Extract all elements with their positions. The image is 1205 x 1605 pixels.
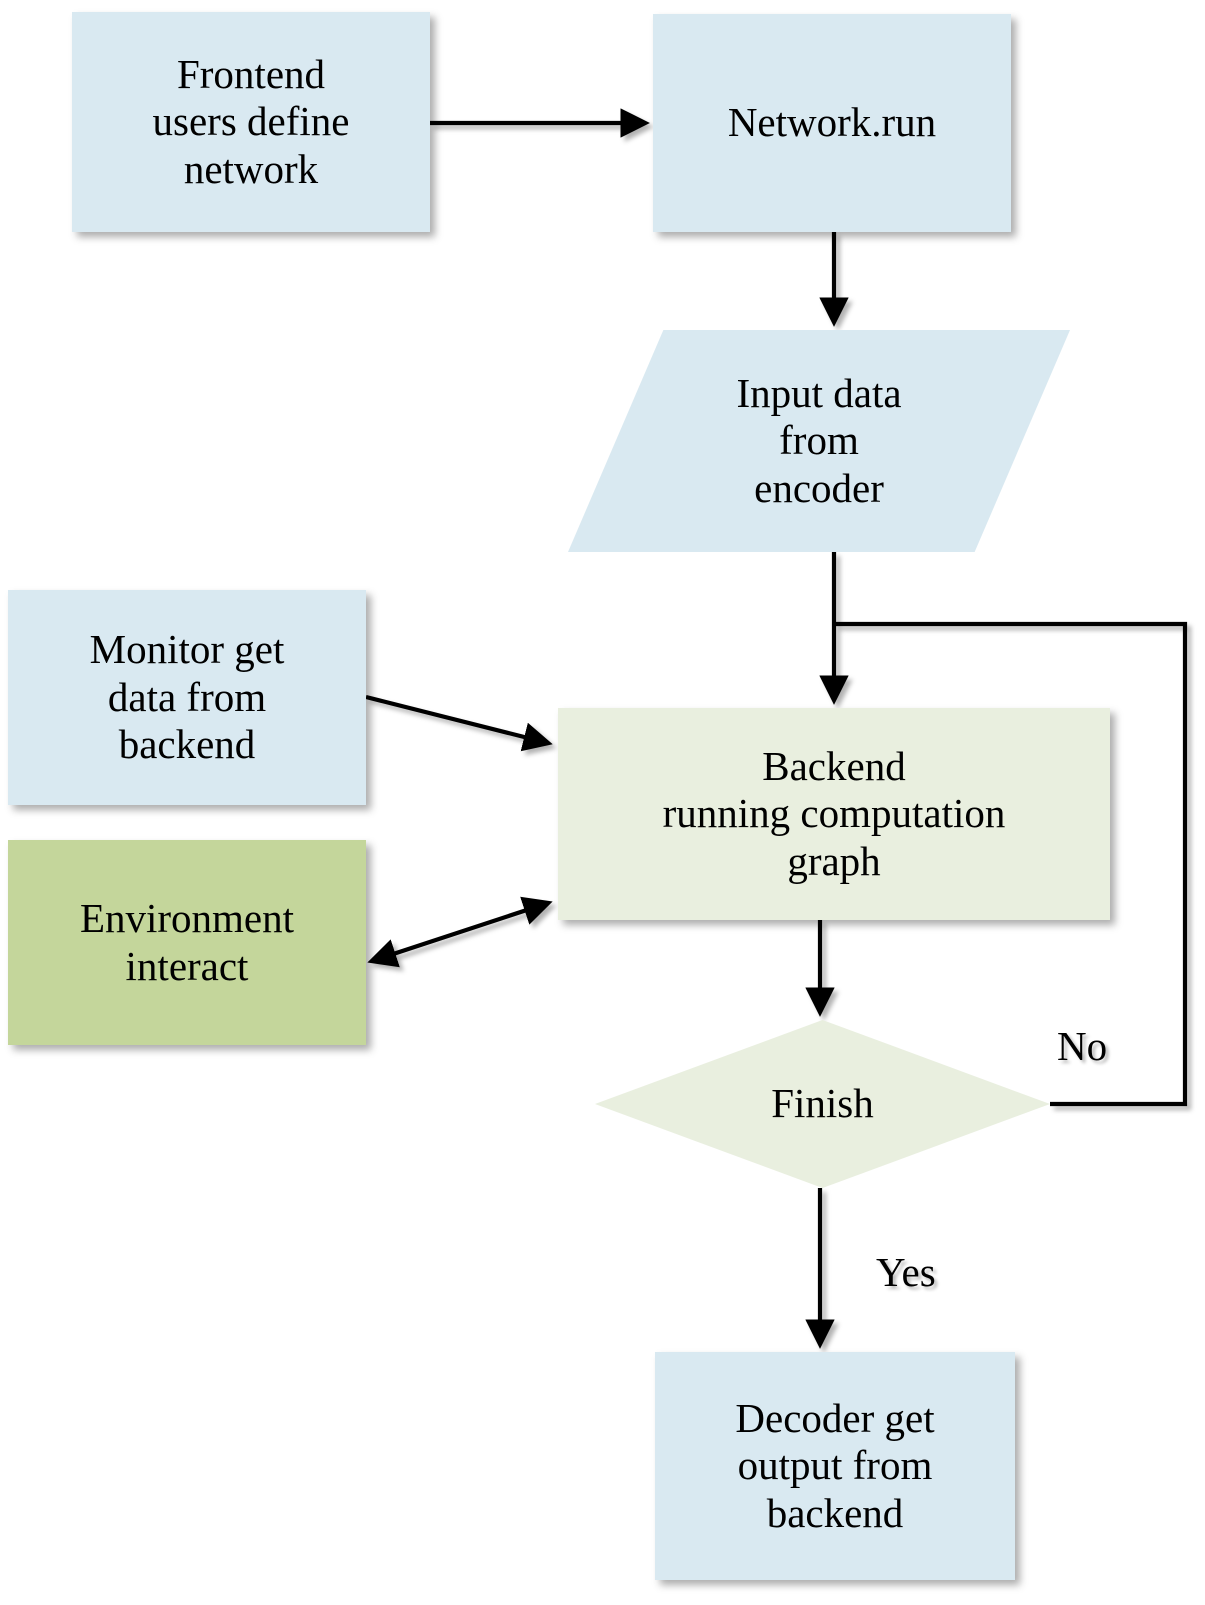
node-frontend-label: Frontend users define network [152, 50, 350, 192]
node-network-run-label: Network.run [727, 99, 937, 146]
node-frontend-users-define-network[interactable]: Frontend users define network [72, 12, 430, 232]
node-input-data-from-encoder[interactable]: Input data from encoder [568, 330, 1070, 552]
node-network-run[interactable]: Network.run [653, 14, 1011, 232]
node-finish-label: Finish [771, 1080, 874, 1127]
edge-label-no: No [1057, 1023, 1108, 1069]
node-environment-interact[interactable]: Environment interact [8, 840, 366, 1045]
edge-environment-backend-bidirectional [367, 896, 553, 968]
node-decoder-label: Decoder get output from backend [735, 1394, 935, 1536]
node-monitor-label: Monitor get data from backend [89, 626, 285, 768]
node-finish-decision[interactable]: Finish [595, 1020, 1050, 1188]
node-input-data-label: Input data from encoder [736, 369, 902, 511]
node-decoder-get-output-from-backend[interactable]: Decoder get output from backend [655, 1352, 1015, 1580]
node-backend-label: Backend running computation graph [662, 742, 1006, 884]
node-backend-running-computation-graph[interactable]: Backend running computation graph [558, 708, 1110, 920]
node-monitor-get-data-from-backend[interactable]: Monitor get data from backend [8, 590, 366, 805]
edge-label-yes: Yes [876, 1249, 936, 1295]
node-environment-label: Environment interact [79, 894, 295, 989]
edge-monitor-to-backend [365, 694, 553, 752]
